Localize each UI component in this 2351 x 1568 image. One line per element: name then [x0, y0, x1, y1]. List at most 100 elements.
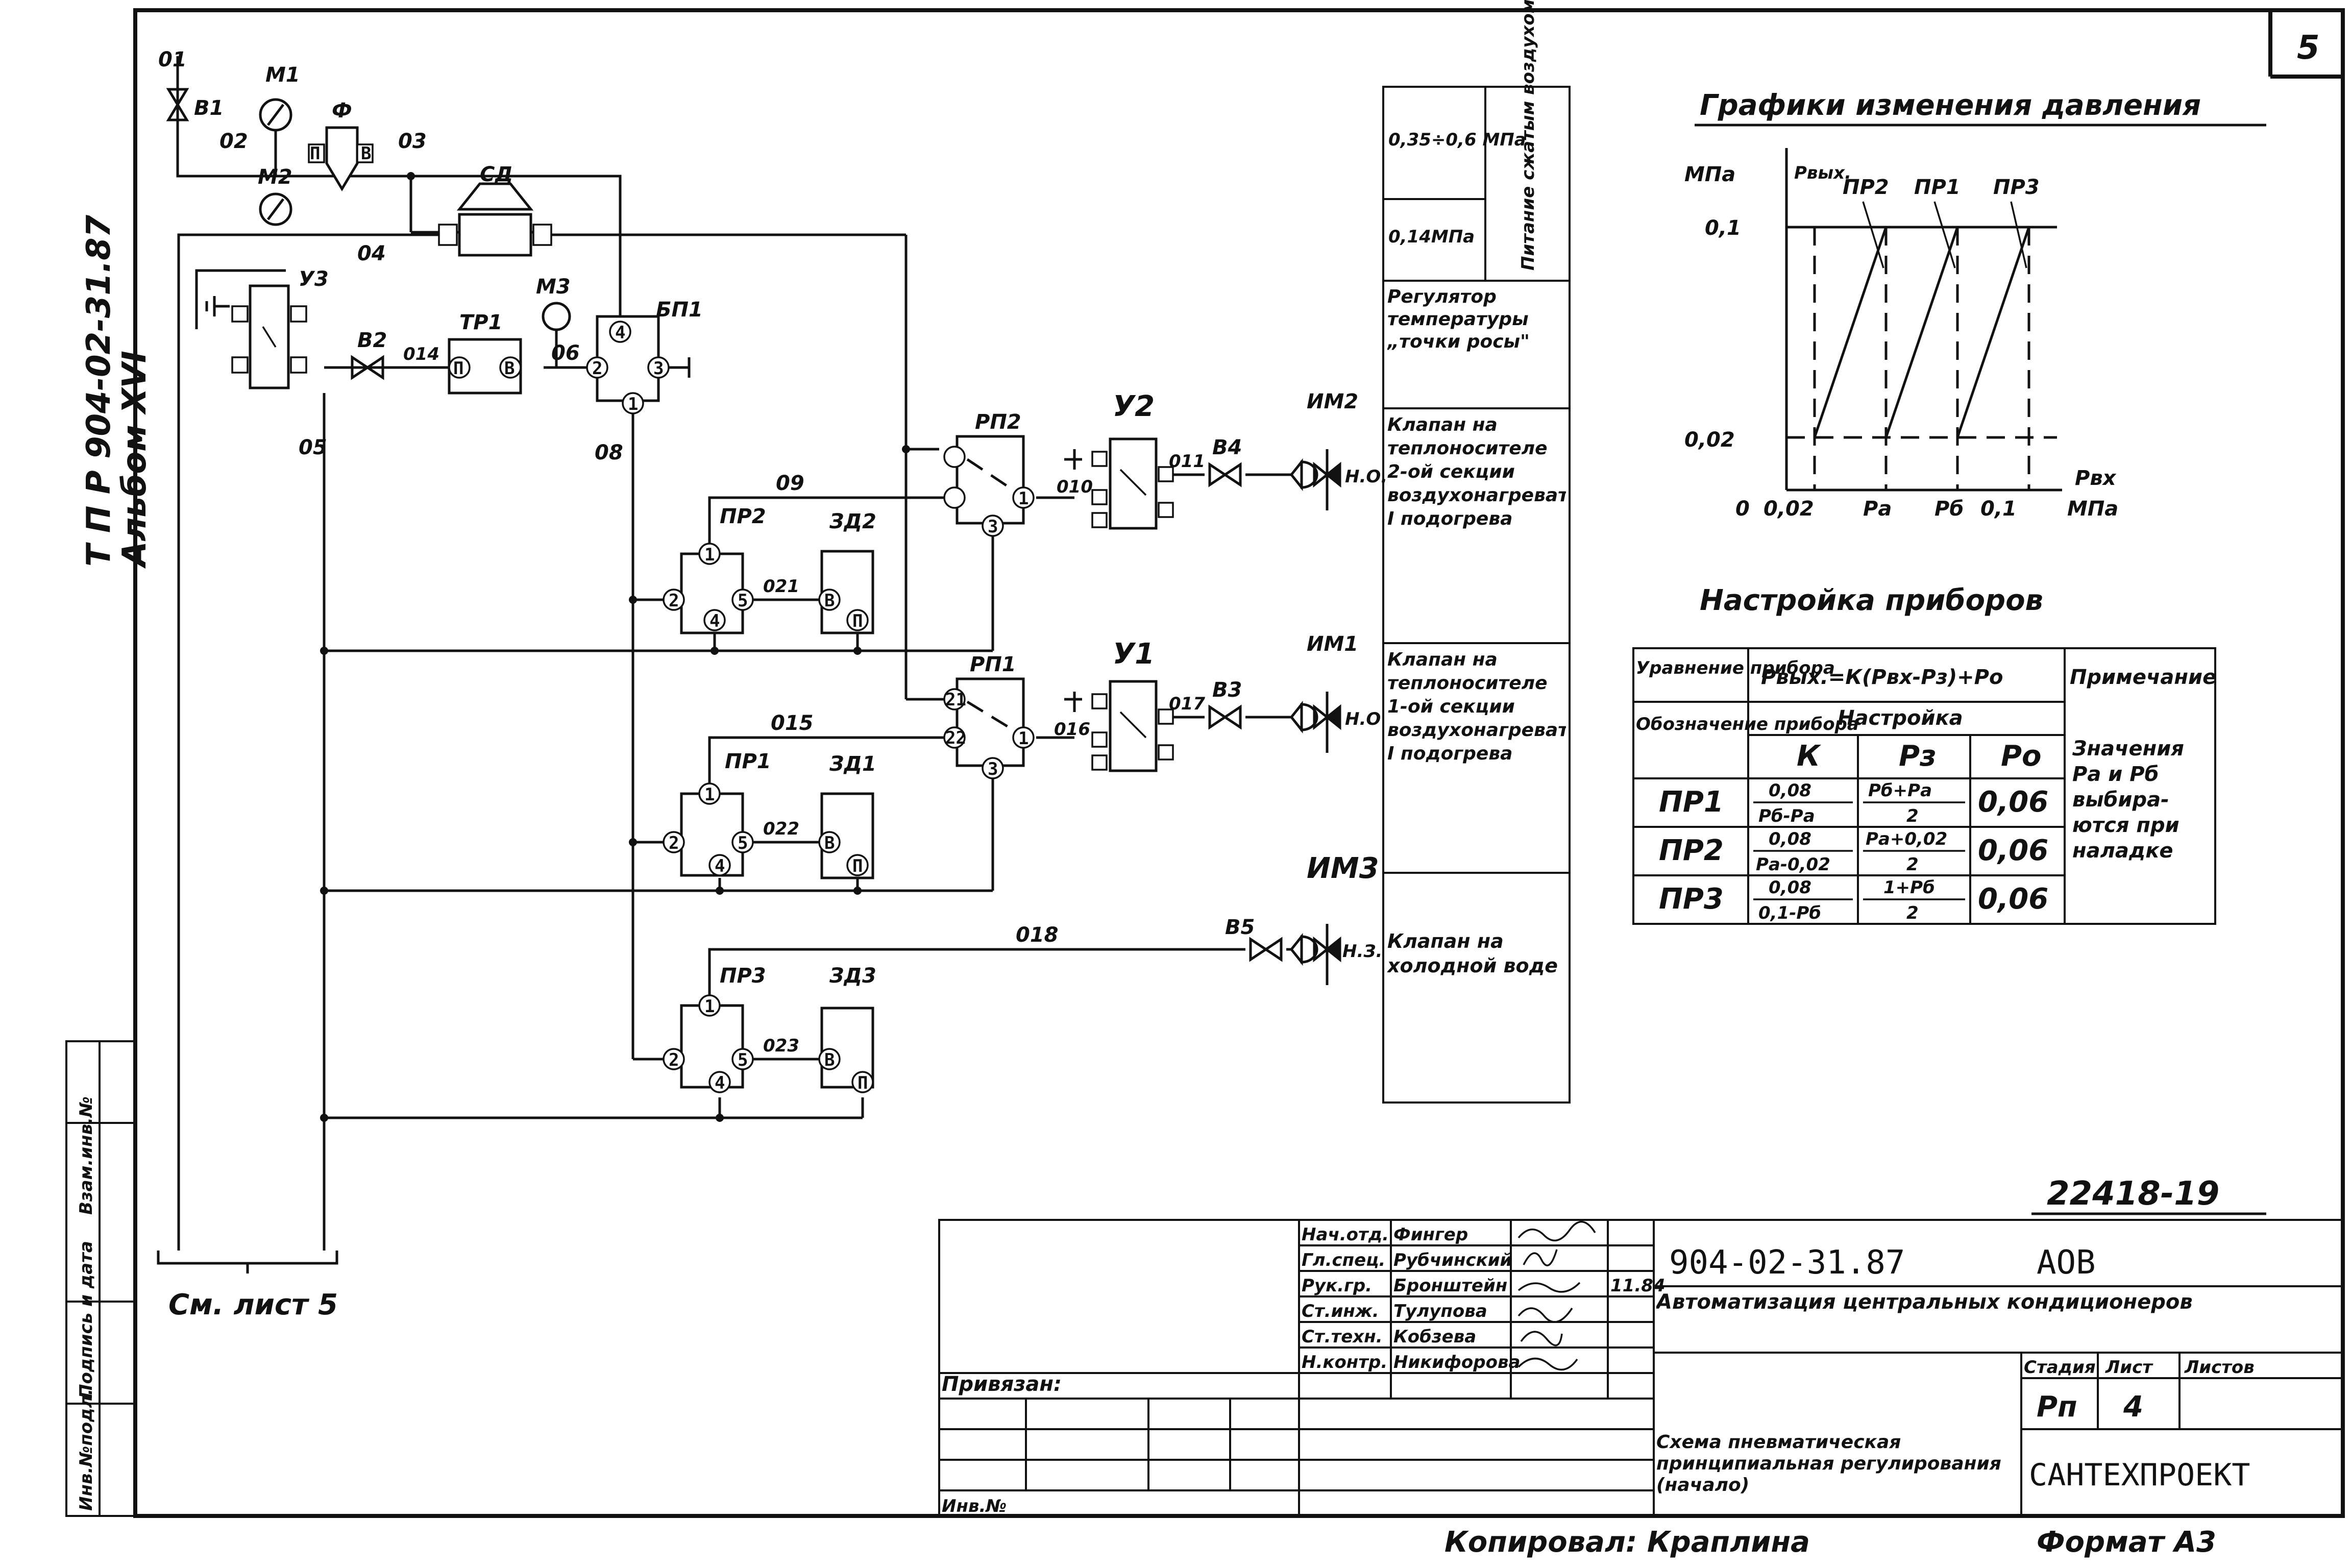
label-u2: У2 — [1113, 390, 1155, 423]
label-v4: В4 — [1212, 436, 1242, 459]
tb-inv-label: Инв.№ — [942, 1496, 1007, 1516]
graph-x-tick-0-02: 0,02 — [1764, 497, 1814, 521]
port-label-p: П — [852, 856, 863, 876]
tb-stage-header: Стадия — [2024, 1357, 2096, 1378]
tb-signature — [1517, 1220, 1596, 1242]
instrument-pr2 — [663, 543, 754, 634]
port-label-v: В — [824, 833, 835, 853]
tb-name: Рубчинский — [1393, 1250, 1512, 1270]
tb-mark: АОВ — [2037, 1244, 2096, 1282]
legend-supply-side-label: Питание сжатым воздухом — [1518, 0, 1538, 271]
tb-role: Ст.инж. — [1302, 1301, 1379, 1321]
port-label-4: 4 — [615, 323, 625, 343]
line-label-08: 08 — [595, 441, 623, 464]
tb-project-code: 904-02-31.87 — [1669, 1244, 1905, 1282]
port-label-1: 1 — [628, 394, 638, 414]
graph-x-tick-pa: Ра — [1863, 497, 1892, 521]
port-label-5: 5 — [738, 591, 748, 611]
left-stamp: Инв.№подл. Подпись и дата Взам.инв.№ — [65, 1040, 136, 1517]
port-label-1: 1 — [704, 996, 715, 1017]
settings-device-label: Обозначение прибора — [1636, 714, 1859, 734]
instrument-v4 — [1208, 462, 1242, 487]
valve-state-no: Н.О. — [1345, 467, 1387, 487]
line-label-05: 05 — [299, 436, 327, 459]
tb-role: Рук.гр. — [1302, 1276, 1372, 1296]
settings-row-pz-num: 1+Рб — [1883, 877, 1935, 898]
instrument-bp1 — [586, 315, 691, 414]
tb-signature — [1523, 1249, 1558, 1266]
tb-stage: Рп — [2037, 1390, 2077, 1424]
instrument-filter-f — [308, 126, 374, 191]
graph-x-name: Рвх — [2075, 467, 2117, 490]
instrument-rp2 — [943, 435, 1035, 537]
settings-row-device: ПР2 — [1659, 834, 1724, 867]
graph-y-tick-0-02: 0,02 — [1684, 428, 1735, 452]
graph-marks — [1786, 201, 2057, 490]
settings-row-pz-num: Рб+Ра — [1868, 780, 1932, 801]
instrument-im2 — [1289, 458, 1341, 492]
tb-name: Кобзева — [1393, 1327, 1476, 1347]
port-label-5: 5 — [738, 833, 748, 853]
instrument-sd — [438, 182, 552, 257]
instrument-v5 — [1249, 937, 1283, 962]
see-sheet-note: См. лист 5 — [168, 1288, 338, 1321]
tb-date: 11.84 — [1610, 1276, 1666, 1296]
graph-series-line — [1956, 227, 2030, 438]
port-label-p: П — [453, 358, 463, 379]
settings-setting-header: Настройка — [1838, 706, 1963, 730]
tb-drawing-title-fo: Схема пневматическая принципиальная регу… — [1656, 1432, 2001, 1496]
label-u3: У3 — [299, 267, 329, 291]
tb-sheet-header: Лист — [2105, 1357, 2153, 1378]
port-label-v: В — [361, 143, 371, 164]
line-label-04: 04 — [357, 242, 386, 265]
instrument-m1 — [259, 98, 292, 176]
valve-state-no: Н.О — [1345, 709, 1381, 729]
port-label-3: 3 — [653, 358, 664, 379]
port-label-3: 3 — [988, 759, 998, 779]
instrument-m2 — [259, 192, 292, 226]
tb-role: Нач.отд. — [1302, 1224, 1389, 1245]
port-label-v: В — [824, 591, 835, 611]
tb-sheet-no: 4 — [2123, 1390, 2143, 1424]
line-label-010: 010 — [1057, 477, 1093, 497]
legend-cold-water-text: Клапан на холодной воде — [1387, 930, 1558, 977]
curve-label-pr2: ПР2 — [1843, 176, 1889, 199]
instrument-pr3 — [663, 994, 754, 1093]
port-label-p: П — [852, 611, 863, 631]
label-m1: М1 — [265, 63, 300, 87]
legend-valve-1-fo: Клапан на теплоносителе 1-ой секции возд… — [1387, 649, 1566, 764]
stamp-signature-date: Подпись и дата — [76, 1241, 96, 1399]
port-label-1: 1 — [704, 545, 715, 565]
side-album-label: Альбом XVI — [116, 351, 154, 569]
port-label-2: 2 — [669, 1050, 679, 1070]
tb-bound-label: Привязан: — [942, 1373, 1062, 1396]
line-label-02: 02 — [219, 130, 248, 153]
tb-role: Ст.техн. — [1302, 1327, 1383, 1347]
instrument-pr1 — [663, 782, 754, 877]
settings-title: Настройка приборов — [1700, 584, 2043, 617]
line-label-018: 018 — [1016, 923, 1059, 947]
port-label-4: 4 — [715, 1073, 725, 1093]
instrument-v1 — [166, 88, 189, 121]
settings-row-k-den: 0,1-Рб — [1758, 903, 1821, 923]
settings-row-k-num: 0,08 — [1769, 877, 1811, 898]
line-label-017: 017 — [1169, 694, 1205, 714]
tb-role: Н.контр. — [1302, 1352, 1387, 1373]
settings-row-device: ПР3 — [1659, 883, 1724, 916]
settings-col-pz: Рз — [1899, 740, 1937, 773]
instrument-im3 — [1289, 933, 1341, 966]
inventory-number: 22418-19 — [2047, 1175, 2219, 1213]
label-v5: В5 — [1225, 916, 1255, 939]
settings-row-po: 0,06 — [1978, 883, 2048, 916]
curve-label-pr3: ПР3 — [1993, 176, 2040, 199]
instrument-v2 — [351, 355, 384, 380]
tb-signature — [1517, 1282, 1581, 1293]
line-label-016: 016 — [1054, 719, 1090, 740]
legend-valve-1-text: Клапан на теплоносителе 1-ой секции возд… — [1387, 649, 1566, 764]
tb-drawing-title: Схема пневматическая принципиальная регу… — [1656, 1432, 2001, 1496]
legend-dewpoint-fo: Регулятор температуры „точки росы" — [1387, 286, 1530, 352]
line-label-014: 014 — [403, 344, 439, 364]
copied-by: Копировал: Краплина — [1444, 1526, 1810, 1559]
graph-series-line — [1884, 227, 1959, 438]
graph-y-unit: МПа — [1684, 163, 1735, 186]
